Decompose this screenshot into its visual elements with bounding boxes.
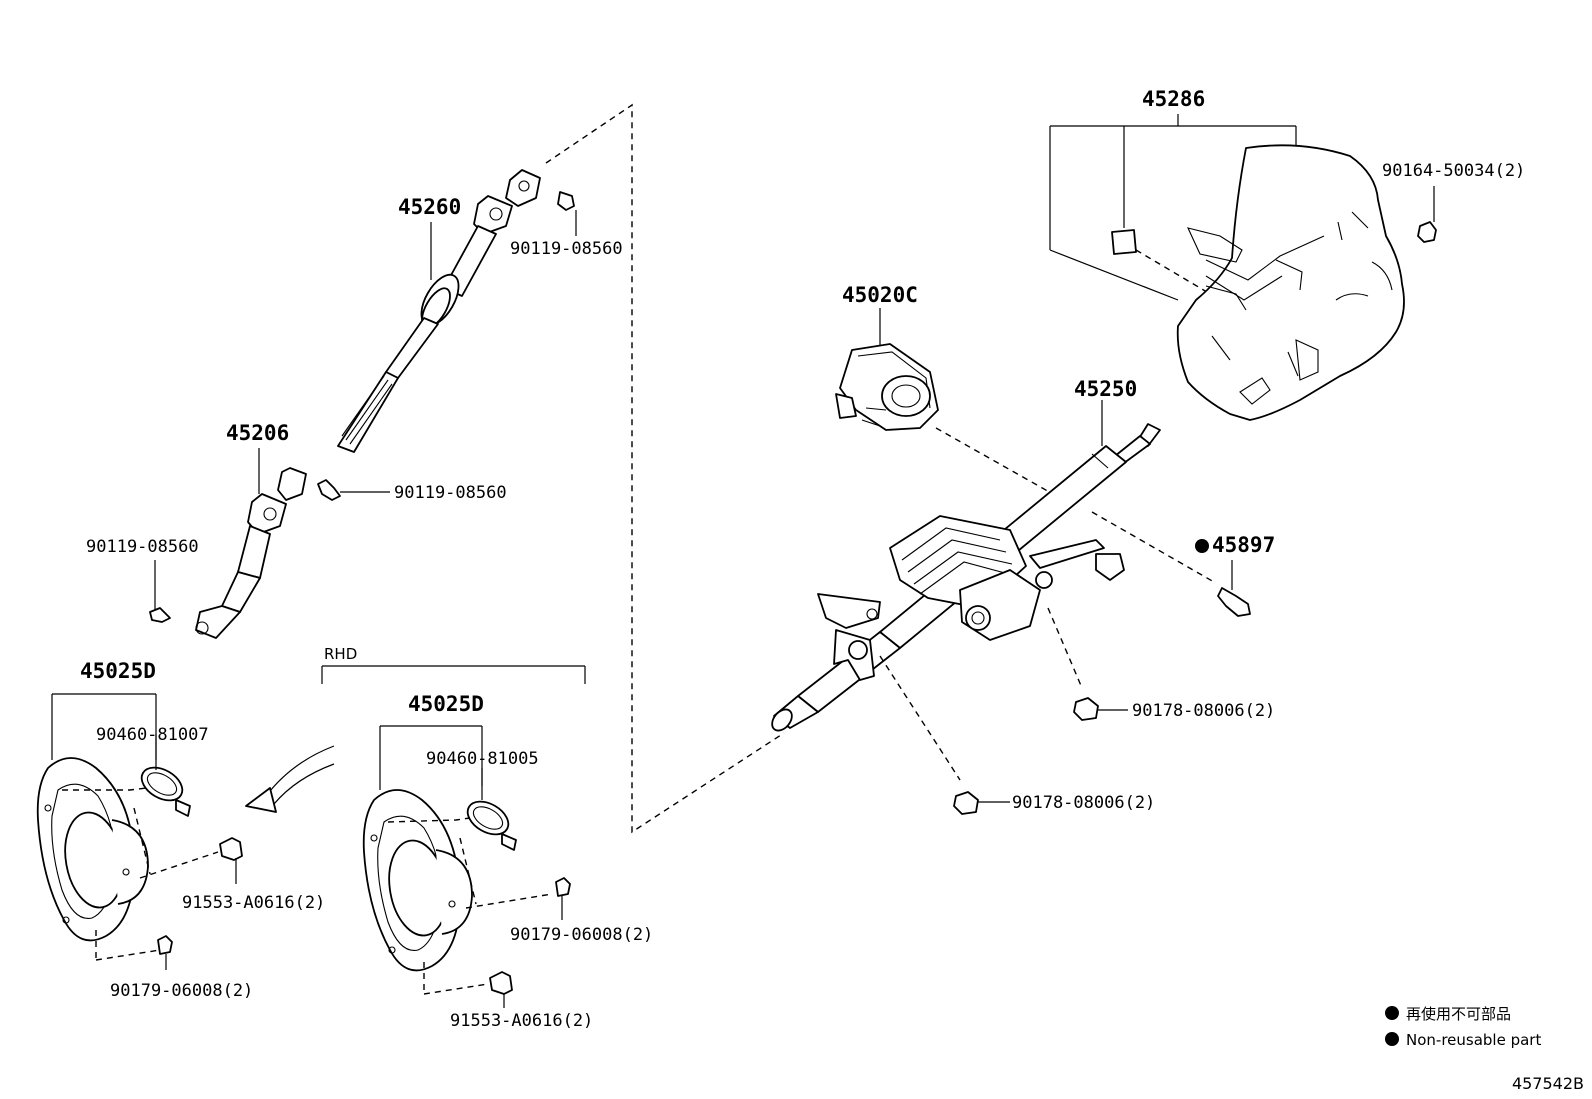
label-45025d-right: 45025D [408,692,484,716]
column-cover-45286 [1049,114,1437,421]
label-90119-mid: 90119-08560 [394,483,507,503]
rhd-direction-arrow [245,745,335,813]
legend-en: Non-reusable part [1406,1031,1541,1049]
non-reusable-marker-45897 [1195,539,1209,553]
universal-joint-45206 [195,448,307,639]
rhd-bracket [321,665,586,684]
legend-marker-en [1385,1032,1399,1046]
label-90460-81007: 90460-81007 [96,725,209,745]
label-90178-a: 90178-08006(2) [1132,701,1275,721]
legend: 再使用不可部品 Non-reusable part [1385,1005,1541,1049]
bolt-90119-left [149,560,171,623]
label-45206: 45206 [226,421,289,445]
label-45025d-left: 45025D [80,659,156,683]
label-90119-top: 90119-08560 [510,239,623,259]
label-45286: 45286 [1142,87,1205,111]
intermediate-shaft-group-boundary [545,103,785,834]
hole-cover-45025d-right [362,725,571,1008]
bolt-90119-mid [317,479,390,501]
label-45020c: 45020C [842,283,918,307]
label-90178-b: 90178-08006(2) [1012,793,1155,813]
label-45897: 45897 [1212,533,1275,557]
hole-cover-45025d-left [36,693,243,970]
bolt-90119-top [557,191,577,236]
part-labels: 45260 90119-08560 45206 90119-08560 9011… [80,87,1525,1031]
label-45260: 45260 [398,195,461,219]
legend-marker-jp [1385,1006,1399,1020]
steering-lock-45020c [835,308,1061,499]
label-90119-left: 90119-08560 [86,537,199,557]
label-90164: 90164-50034(2) [1382,161,1525,181]
label-91553-left: 91553-A0616(2) [182,893,325,913]
bolt-45897 [1217,560,1251,617]
figure-id: 457542B [1512,1074,1584,1093]
legend-jp: 再使用不可部品 [1406,1005,1511,1023]
grommet-90178-b [953,791,1010,815]
steering-column-45250 [771,400,1215,781]
label-90179-right: 90179-06008(2) [510,925,653,945]
label-91553-right: 91553-A0616(2) [450,1011,593,1031]
label-90460-81005: 90460-81005 [426,749,539,769]
intermediate-shaft-45260 [337,169,541,453]
label-90179-left: 90179-06008(2) [110,981,253,1001]
grommet-90178-a [1073,697,1128,721]
label-rhd: RHD [324,645,357,663]
label-45250: 45250 [1074,377,1137,401]
